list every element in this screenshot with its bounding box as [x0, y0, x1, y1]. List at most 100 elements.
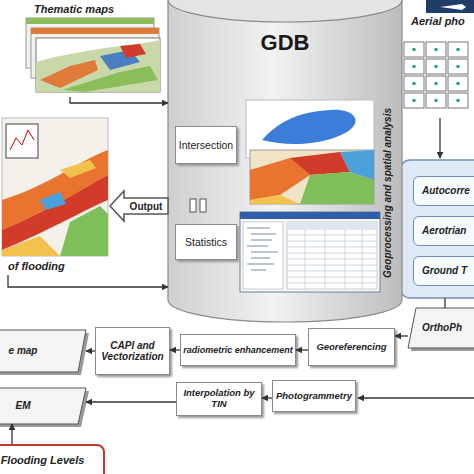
- edge-label: Output: [130, 201, 163, 212]
- output-symbols: [190, 199, 206, 212]
- photo-thumbnail: [426, 0, 474, 13]
- photo-centre: [456, 48, 460, 52]
- photo-centre: [412, 99, 416, 103]
- map-zone: [250, 158, 310, 200]
- input-box: Flooding Levels: [0, 444, 105, 474]
- photo-frame: [448, 59, 468, 74]
- thematic-map-stack: [26, 18, 160, 92]
- node-label: of flooding: [8, 260, 65, 273]
- photo-centre: [434, 82, 438, 86]
- map-zone: [120, 44, 146, 58]
- aerial-photos-group: Aerial pho: [405, 0, 474, 118]
- photo-centre: [412, 65, 416, 69]
- photo-centre: [456, 99, 460, 103]
- statistics-table-screenshot: [240, 212, 380, 292]
- map-sheet: [250, 150, 374, 204]
- process-box: Photogrammetry: [272, 380, 356, 412]
- process-box: Ground T: [413, 256, 474, 286]
- photo-frame: [426, 59, 446, 74]
- flow-arrow: [86, 350, 95, 351]
- node-label: Georeferencing: [316, 342, 386, 353]
- photo-frame: [404, 42, 424, 57]
- photo-centre: [434, 65, 438, 69]
- leader-line: [444, 298, 445, 308]
- thematic-maps-group: Thematic maps: [20, 0, 160, 97]
- data-parallelogram: e map: [0, 330, 86, 372]
- flow-arrow: [8, 275, 168, 287]
- tree-pane: [243, 222, 283, 289]
- window-titlebar: [240, 212, 380, 219]
- parallelogram-shape: [0, 330, 86, 372]
- vertical-label: Geoprocessing and spatial analysis: [382, 108, 393, 278]
- leader-arrow: [439, 118, 440, 158]
- process-box: CAPI and Vectorization: [95, 327, 170, 375]
- map-zone: [2, 150, 108, 230]
- flow-arrow: [70, 97, 168, 103]
- intersection-map-image: [246, 100, 374, 204]
- table-pane: [287, 222, 377, 289]
- flood-map-group: of flooding: [0, 115, 110, 275]
- photo-centre: [456, 82, 460, 86]
- map-zone: [40, 60, 98, 88]
- map-zone: [100, 50, 140, 70]
- photo-frame: [448, 76, 468, 91]
- node-label: CAPI and Vectorization: [98, 340, 167, 363]
- node-label: Aerial pho: [411, 15, 474, 28]
- parallelogram-shape: [408, 308, 474, 348]
- flow-arrow: [11, 424, 12, 444]
- map-zone: [2, 175, 108, 250]
- photo-frame: [404, 76, 424, 91]
- flow-arrow: [262, 397, 272, 398]
- map-sheet: [246, 100, 374, 158]
- process-box: radiometric enhancement: [180, 334, 296, 366]
- plane-shape: [440, 4, 466, 10]
- database-cylinder: GDBGeoprocessing and spatial analysisInt…: [168, 0, 402, 322]
- photo-centre: [456, 65, 460, 69]
- flow-arrow: [395, 335, 408, 336]
- table-header: [287, 222, 377, 229]
- node-label: OrthoPh: [422, 322, 462, 334]
- node-label: Aerotrian: [422, 225, 466, 237]
- process-box: Autocorre: [413, 176, 474, 206]
- photo-frame: [404, 59, 424, 74]
- map-zone: [290, 152, 350, 175]
- map-zone: [60, 206, 108, 256]
- output-arrow: [110, 191, 168, 221]
- map-sheet: [31, 28, 159, 78]
- flood-map-image: [2, 118, 108, 256]
- photo-frame: [426, 93, 446, 108]
- process-box: Georeferencing: [308, 328, 395, 366]
- node-label: Photogrammetry: [276, 391, 352, 402]
- data-parallelogram: OrthoPh: [408, 308, 474, 348]
- tree-lines: [247, 228, 278, 270]
- photo-centre: [434, 99, 438, 103]
- map-inset: [6, 124, 38, 158]
- map-sheet: [26, 18, 154, 68]
- node-label: Statistics: [185, 236, 227, 248]
- map-zone: [60, 160, 96, 178]
- node-label: EM: [16, 400, 31, 412]
- cylinder-top: [168, 0, 402, 22]
- photo-centre: [434, 48, 438, 52]
- small-rectangle: [200, 199, 206, 212]
- node-label: e map: [9, 345, 38, 357]
- process-box: Interpolation by TIN: [176, 382, 262, 416]
- map-zone: [62, 66, 158, 92]
- map-zone: [250, 195, 300, 204]
- table-grid: [287, 222, 377, 289]
- photo-frame: [404, 93, 424, 108]
- photo-frame: [426, 76, 446, 91]
- photo-centre: [412, 48, 416, 52]
- inset-chart-line: [10, 130, 34, 150]
- map-sheet: [36, 38, 160, 92]
- photo-centre: [412, 82, 416, 86]
- process-box: Statistics: [175, 224, 237, 260]
- flow-arrow: [170, 349, 180, 350]
- leader-arrow: [358, 397, 474, 398]
- small-rectangle: [190, 199, 196, 212]
- process-box: Intersection: [175, 126, 237, 164]
- photo-centres: [412, 48, 460, 103]
- aerial-photo-icon: [426, 0, 474, 13]
